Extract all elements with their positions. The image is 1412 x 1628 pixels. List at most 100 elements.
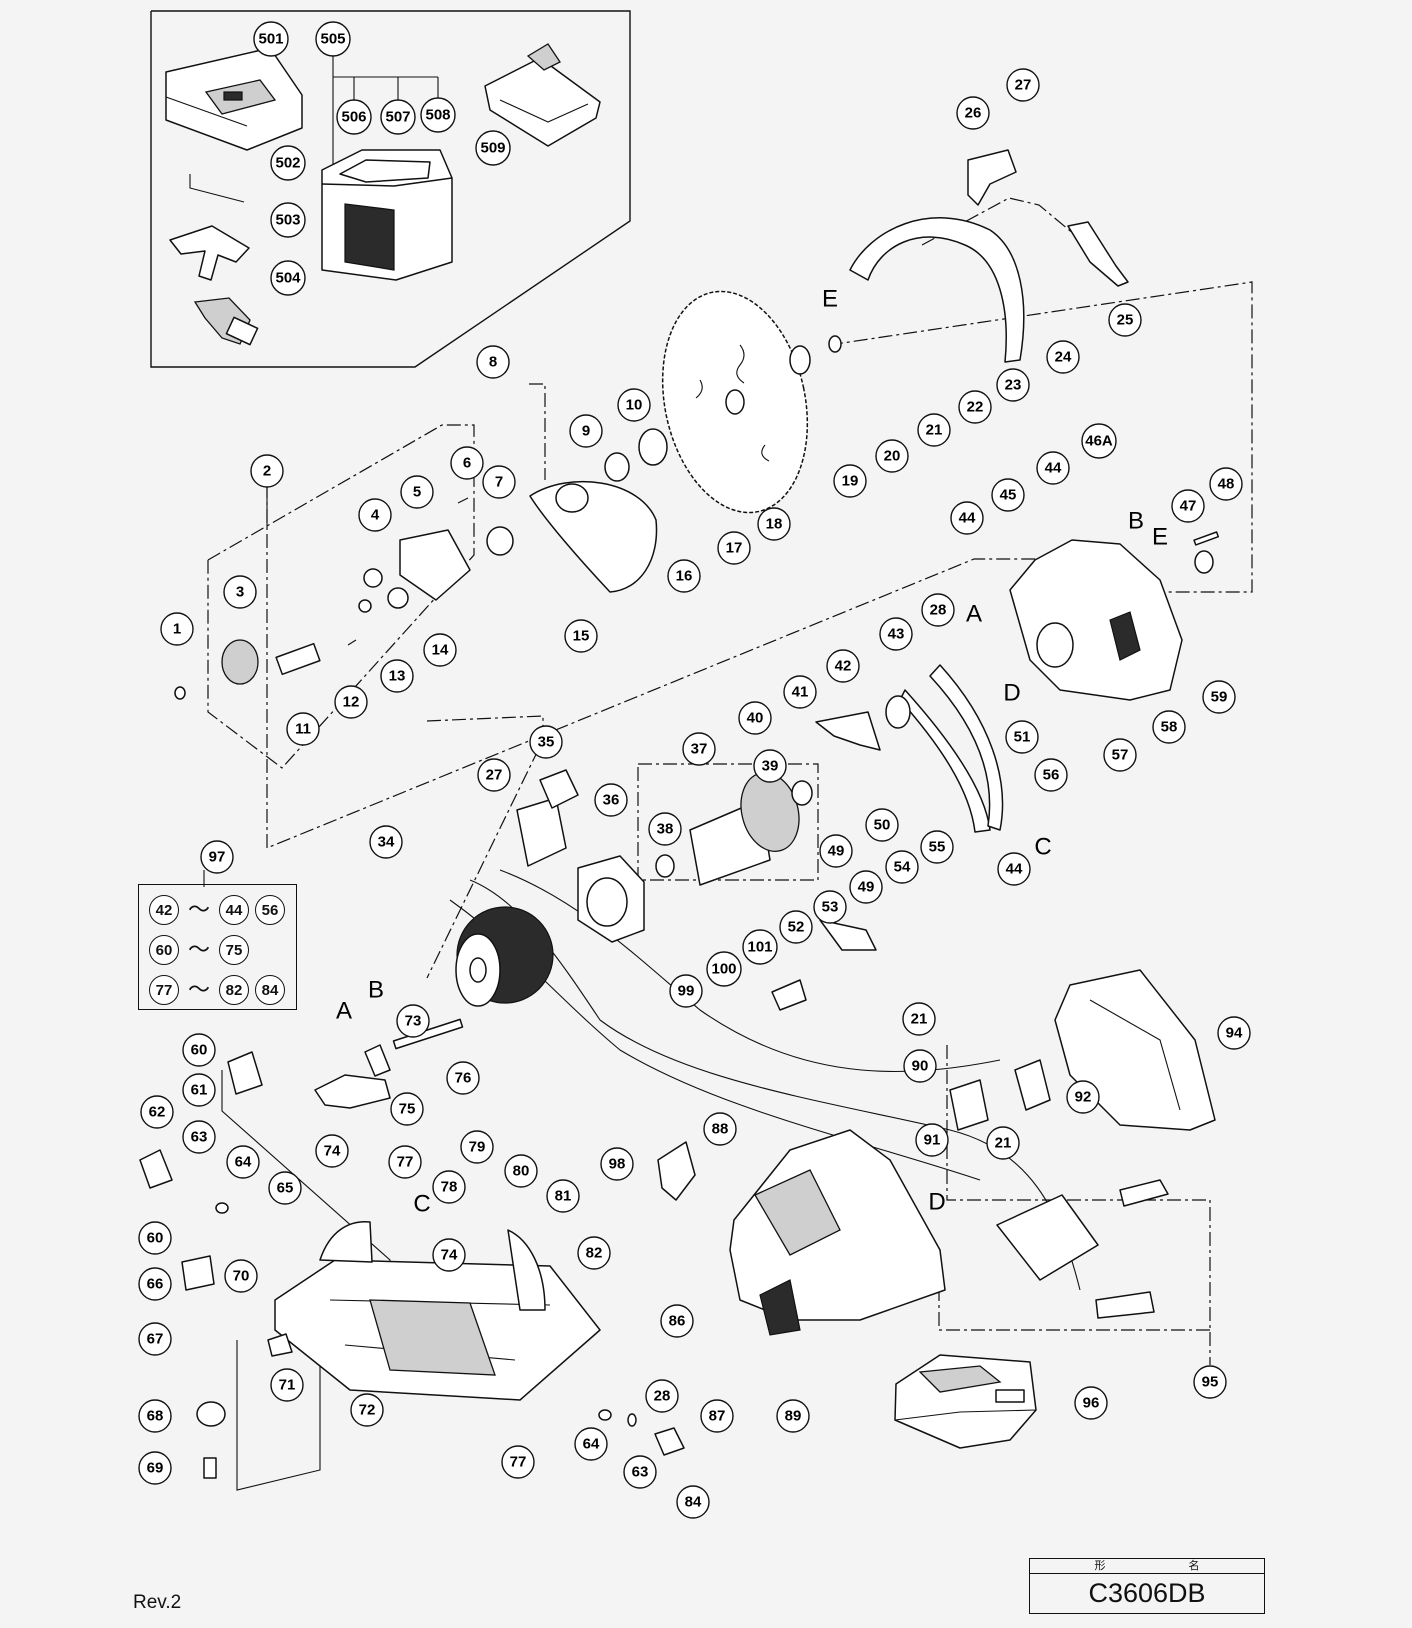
svg-text:502: 502 [275,155,300,172]
callout-504: 504 [270,260,306,296]
callout-64: 64 [226,1145,260,1179]
svg-text:27: 27 [486,767,503,784]
callout-24: 24 [1046,340,1080,374]
callout-77: 77 [388,1145,422,1179]
revision-label: Rev.2 [133,1592,182,1613]
callout-19: 19 [833,464,867,498]
callout-26: 26 [956,96,990,130]
svg-text:77: 77 [397,1154,414,1171]
svg-text:88: 88 [712,1121,729,1138]
svg-text:50: 50 [874,817,891,834]
upper-guard-drawing [849,149,1129,363]
callout-1: 1 [160,612,194,646]
callout-37: 37 [682,732,716,766]
svg-text:60: 60 [191,1042,208,1059]
callout-15: 15 [564,619,598,653]
callout-80: 80 [504,1154,538,1188]
callout-64: 64 [574,1427,608,1461]
fan-guide-drawing [577,855,645,943]
callout-27: 27 [1006,68,1040,102]
svg-text:41: 41 [792,684,809,701]
reference-letter-B: B [1128,508,1144,535]
svg-text:65: 65 [277,1180,294,1197]
svg-text:74: 74 [441,1247,458,1264]
svg-text:12: 12 [343,694,360,711]
callout-60: 60 [182,1033,216,1067]
callout-506: 506 [336,99,372,135]
kit-to-75: 75 [219,935,249,965]
svg-text:36: 36 [603,792,620,809]
svg-text:69: 69 [147,1460,164,1477]
svg-text:509: 509 [480,140,505,157]
armature-drawing [655,772,813,886]
callout-69: 69 [138,1451,172,1485]
reference-letter-B: B [368,977,384,1004]
kit-to-44: 44 [219,895,249,925]
svg-text:9: 9 [582,423,590,440]
svg-text:21: 21 [995,1135,1012,1152]
svg-text:78: 78 [441,1179,458,1196]
blade-flanges-drawing [486,335,842,556]
kit-range-tilde: 〜 [187,977,210,1002]
callout-6: 6 [450,446,484,480]
svg-text:75: 75 [399,1101,416,1118]
svg-text:64: 64 [235,1154,252,1171]
svg-text:6: 6 [463,455,471,472]
callout-73: 73 [396,1004,430,1038]
kit-from-77: 77 [149,975,179,1005]
stator-drawing [455,906,554,1007]
callout-89: 89 [776,1399,810,1433]
callout-98: 98 [600,1147,634,1181]
svg-text:40: 40 [747,710,764,727]
svg-text:19: 19 [842,473,859,490]
callout-507: 507 [380,99,416,135]
callout-60: 60 [138,1221,172,1255]
svg-text:99: 99 [678,983,695,1000]
callout-67: 67 [138,1322,172,1356]
svg-text:28: 28 [654,1388,671,1405]
svg-text:24: 24 [1055,349,1072,366]
callout-76: 76 [446,1061,480,1095]
reference-letter-E: E [1152,524,1168,551]
callout-97: 97 [200,840,234,874]
svg-text:21: 21 [911,1011,928,1028]
kit-extra-56: 56 [255,895,285,925]
reference-letter-C: C [413,1191,430,1218]
callout-18: 18 [757,507,791,541]
gear-case-drawing [1009,531,1220,701]
callout-11: 11 [286,712,320,746]
svg-text:70: 70 [233,1268,250,1285]
svg-text:35: 35 [538,734,555,751]
svg-text:51: 51 [1014,729,1031,746]
callout-59: 59 [1202,680,1236,714]
svg-text:508: 508 [425,107,450,124]
callout-71: 71 [270,1368,304,1402]
svg-text:62: 62 [149,1104,166,1121]
svg-text:49: 49 [828,843,845,860]
svg-text:507: 507 [385,109,410,126]
kit-to-82: 82 [219,975,249,1005]
reference-letter-A: A [966,601,982,628]
callout-35: 35 [529,725,563,759]
svg-text:53: 53 [822,899,839,916]
svg-text:22: 22 [967,399,984,416]
callout-10: 10 [617,388,651,422]
callout-51: 51 [1005,720,1039,754]
callout-502: 502 [270,145,306,181]
svg-text:505: 505 [320,31,345,48]
callout-68: 68 [138,1399,172,1433]
callout-21: 21 [986,1126,1020,1160]
callout-7: 7 [482,465,516,499]
callout-74: 74 [432,1238,466,1272]
callout-44: 44 [997,852,1031,886]
svg-text:27: 27 [1015,77,1032,94]
callout-61: 61 [182,1073,216,1107]
callout-503: 503 [270,202,306,238]
kit-from-42: 42 [149,895,179,925]
reference-letter-C: C [1034,834,1051,861]
svg-text:64: 64 [583,1436,600,1453]
svg-text:2: 2 [263,463,271,480]
svg-text:18: 18 [766,516,783,533]
svg-text:504: 504 [275,270,301,287]
